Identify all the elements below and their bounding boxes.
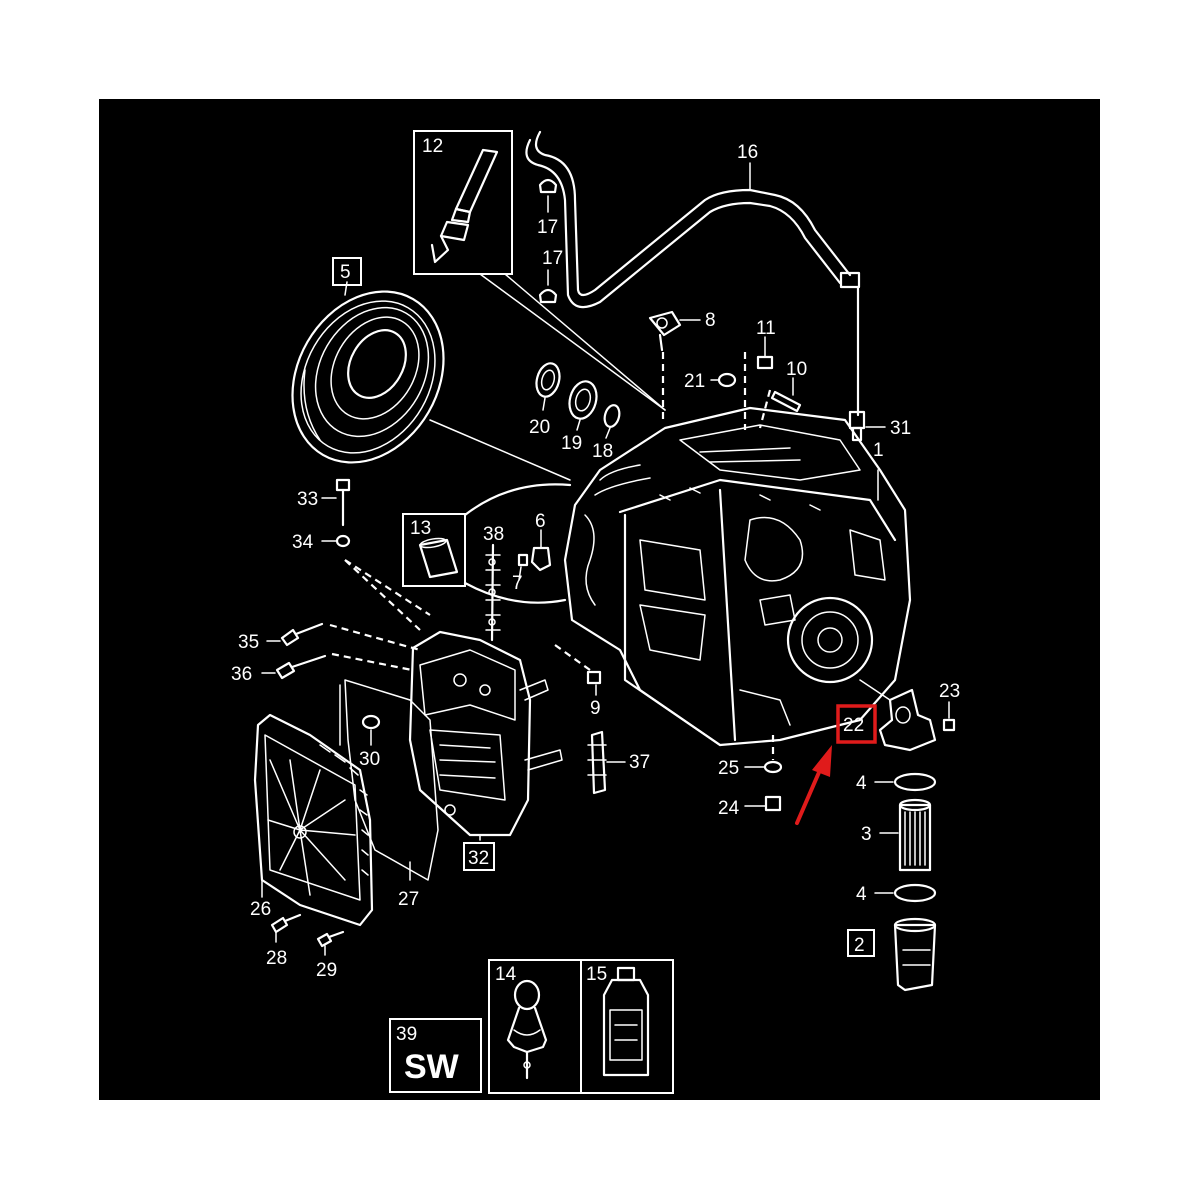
o-ring-upper-4[interactable] [874,772,937,792]
callout-2: 2 [854,935,865,956]
highlight-arrow [795,704,877,825]
transmission-housing[interactable] [563,406,912,747]
bolt-29[interactable] [316,930,345,956]
seal-19[interactable] [566,378,601,421]
bolt-10[interactable] [770,377,802,413]
callout-16: 16 [737,142,758,163]
hose-clip-lower[interactable] [538,288,558,304]
callout-6: 6 [535,511,546,532]
callout-39: 39 [396,1024,417,1045]
callout-box-32 [463,842,495,871]
callout-25: 25 [718,758,739,779]
diagram-panel: 1 2 3 4 4 5 6 7 8 9 10 11 12 13 14 15 16… [99,99,1100,1100]
callout-9: 9 [590,698,601,719]
inset-box-15 [580,959,674,1094]
inset-box-13 [402,513,466,587]
filter-housing-cover[interactable] [859,679,937,752]
bolt-33[interactable] [321,478,351,527]
callout-20: 20 [529,417,550,438]
bolt-36[interactable] [261,654,327,680]
callout-labels: 1 2 3 4 4 5 6 7 8 9 10 11 12 13 14 15 16… [231,136,960,1086]
washer-34[interactable] [321,534,351,548]
callout-24: 24 [718,798,740,819]
valve-body[interactable] [408,630,563,837]
callout-8: 8 [705,310,716,331]
callout-34: 34 [292,532,314,553]
callout-26: 26 [250,899,271,920]
callout-30: 30 [359,749,380,770]
callout-12: 12 [422,136,443,157]
seal-20[interactable] [533,361,563,400]
callout-5: 5 [340,262,351,283]
callout-36: 36 [231,664,252,685]
gasket-27[interactable] [339,679,439,881]
breather-hose[interactable] [525,130,861,417]
bolt-28[interactable] [270,913,302,943]
breather-valve[interactable] [848,410,886,442]
gear-shift-knob[interactable] [506,979,548,1080]
pin-7[interactable] [517,553,529,581]
callout-35: 35 [238,632,259,653]
washer-21[interactable] [710,372,737,388]
callout-27: 27 [398,889,419,910]
callout-3: 3 [861,824,872,845]
callout-box-2 [847,929,875,957]
callout-15: 15 [586,964,607,985]
callout-32: 32 [468,848,489,869]
o-ring-18[interactable] [602,404,621,429]
hose-clip-upper[interactable] [538,178,558,194]
oil-filter-3[interactable] [879,798,932,872]
callout-31: 31 [890,418,911,439]
callout-4-upper: 4 [856,773,867,794]
drain-plug-24[interactable] [744,795,782,812]
callout-13: 13 [410,518,431,539]
o-ring-lower-4[interactable] [874,883,937,903]
inset-box-12 [413,130,666,411]
callout-23: 23 [939,681,960,702]
dipstick-tube[interactable] [430,148,499,264]
callout-38: 38 [483,524,504,545]
o-ring-30[interactable] [361,714,381,746]
callout-29: 29 [316,960,337,981]
inset-box-39 [389,1018,482,1093]
callout-7: 7 [512,573,523,594]
sw-label: SW [404,1048,460,1086]
callout-28: 28 [266,948,287,969]
torque-converter[interactable] [262,264,473,490]
plug-6[interactable] [530,529,552,572]
callout-4-lower: 4 [856,884,867,905]
bolt-11[interactable] [756,336,774,370]
speed-sensor[interactable] [648,310,701,352]
callout-17-lower: 17 [542,248,563,269]
callout-22: 22 [843,715,864,736]
bolt-35[interactable] [266,622,324,647]
wiring-harness-38[interactable] [485,543,501,642]
bolt-23[interactable] [942,701,956,732]
fluid-bottle[interactable] [602,966,650,1077]
parts-diagram: 1 2 3 4 4 5 6 7 8 9 10 11 12 13 14 15 16… [231,130,960,1094]
sleeve-13[interactable] [418,537,459,579]
callout-18: 18 [592,441,613,462]
bolt-9[interactable] [586,670,602,696]
callout-box-5 [332,257,362,286]
callout-33: 33 [297,489,318,510]
connector-strip-37[interactable] [587,730,626,795]
callout-37: 37 [629,752,650,773]
callout-19: 19 [561,433,582,454]
washer-25[interactable] [744,760,783,774]
callout-14: 14 [495,964,517,985]
filter-cup-2[interactable] [893,917,937,992]
callout-1: 1 [873,440,884,461]
callout-11: 11 [756,318,776,339]
oil-pan[interactable] [253,713,374,927]
callout-10: 10 [786,359,807,380]
callout-21: 21 [684,371,705,392]
callout-17-upper: 17 [537,217,558,238]
